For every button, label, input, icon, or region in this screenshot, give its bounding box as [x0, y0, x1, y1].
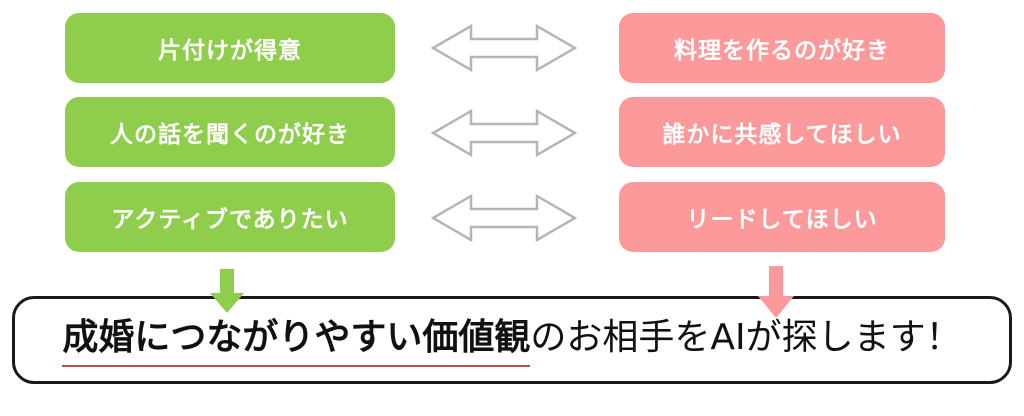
trait-label: リードしてほしい: [686, 207, 878, 233]
left-right-arrow-icon: [431, 108, 577, 158]
conclusion-text: 成婚につながりやすい価値観のお相手をAIが探します！: [62, 317, 962, 368]
conclusion-box: 成婚につながりやすい価値観のお相手をAIが探します！: [12, 296, 1012, 384]
down-arrow-icon: [758, 266, 794, 318]
trait-box-right-3: リードしてほしい: [619, 182, 945, 252]
conclusion-highlight: 成婚につながりやすい価値観: [62, 317, 531, 368]
trait-box-left-1: 片付けが得意: [65, 13, 395, 83]
trait-label: 料理を作るのが好き: [674, 38, 890, 64]
trait-label: アクティブでありたい: [111, 207, 349, 233]
trait-label: 人の話を聞くのが好き: [110, 122, 350, 148]
down-arrow-icon: [210, 269, 244, 313]
left-right-arrow-icon: [431, 23, 577, 73]
left-right-arrow-icon: [431, 193, 577, 243]
conclusion-rest: のお相手をAIが探します！: [530, 317, 962, 359]
trait-box-left-2: 人の話を聞くのが好き: [65, 97, 395, 167]
trait-box-right-1: 料理を作るのが好き: [619, 13, 945, 83]
trait-box-left-3: アクティブでありたい: [65, 182, 395, 252]
trait-label: 片付けが得意: [158, 38, 302, 64]
trait-box-right-2: 誰かに共感してほしい: [619, 97, 945, 167]
trait-label: 誰かに共感してほしい: [662, 122, 902, 148]
